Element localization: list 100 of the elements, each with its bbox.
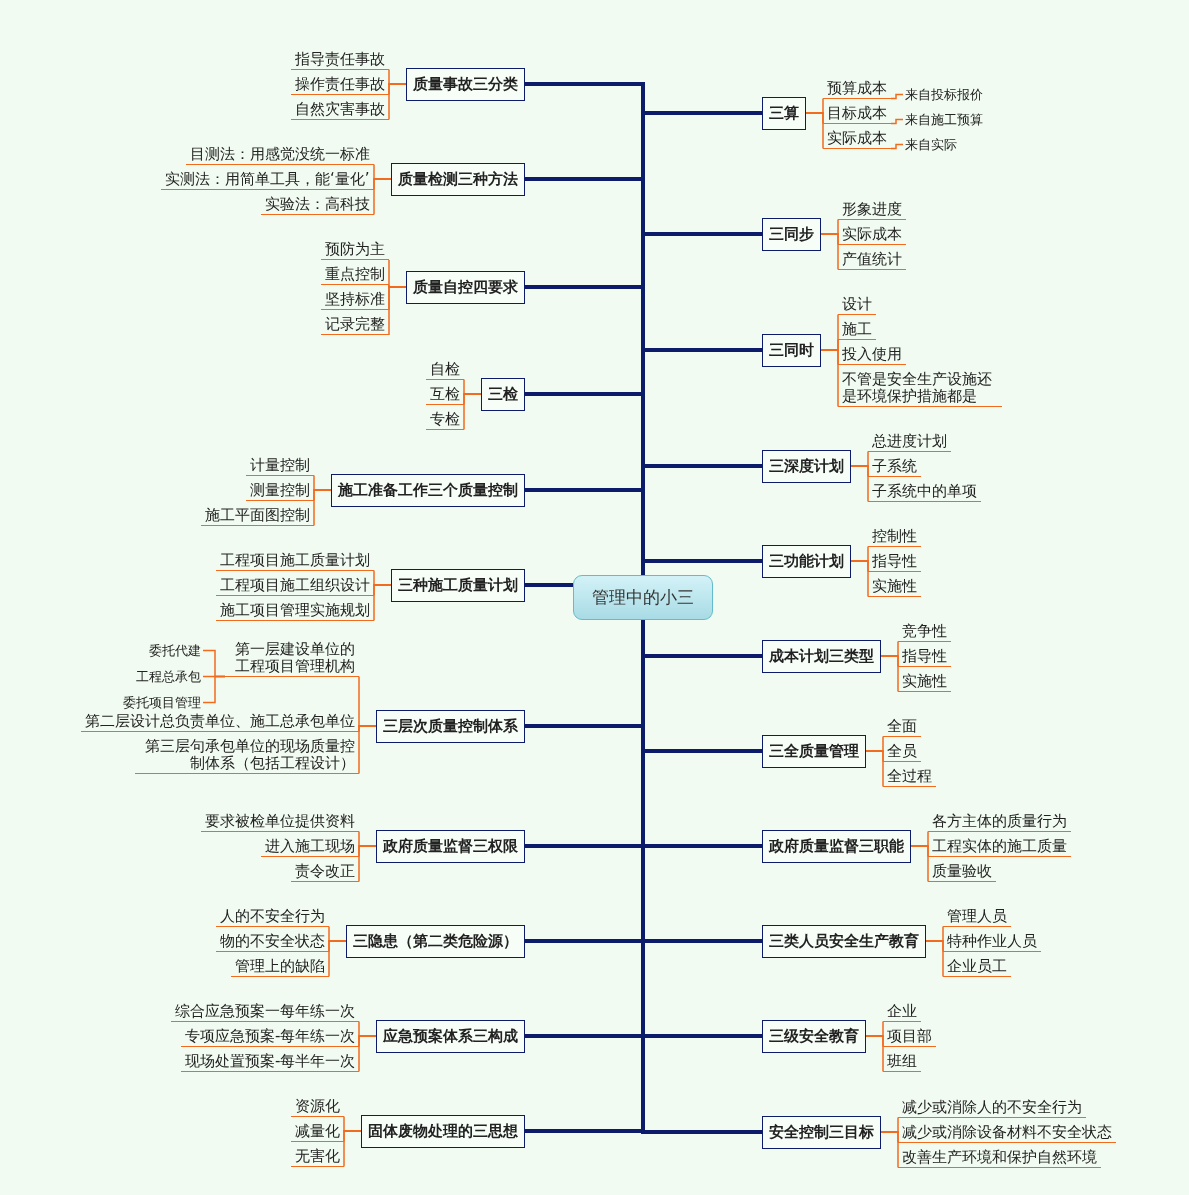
note-label: 来自施工预算 bbox=[903, 110, 985, 129]
connector-line bbox=[313, 489, 332, 527]
topic-box: 质量检测三种方法 bbox=[391, 162, 525, 196]
subtopic-label: 不管是安全生产设施还是环境保护措施都是 bbox=[838, 368, 1002, 407]
connector-line bbox=[890, 143, 904, 150]
connector-line bbox=[343, 1130, 362, 1168]
note-label: 委托项目管理 bbox=[121, 693, 203, 712]
subtopic-label: 实施性 bbox=[868, 575, 921, 597]
topic-box: 质量事故三分类 bbox=[406, 67, 525, 101]
subtopic-label: 测量控制 bbox=[246, 479, 314, 501]
subtopic-label: 工程项目施工质量计划 bbox=[216, 549, 374, 571]
branch-line bbox=[641, 559, 762, 575]
subtopic-label: 记录完整 bbox=[321, 314, 389, 335]
subtopic-label: 预防为主 bbox=[321, 239, 389, 260]
subtopic-label: 工程实体的施工质量 bbox=[928, 835, 1071, 857]
central-topic: 管理中的小三 bbox=[573, 574, 713, 620]
note-label: 委托代建 bbox=[147, 641, 203, 660]
topic-box: 政府质量监督三职能 bbox=[762, 829, 911, 863]
subtopic-label: 互检 bbox=[426, 383, 464, 405]
topic-box: 三全质量管理 bbox=[762, 734, 866, 768]
connector-line bbox=[328, 940, 347, 978]
subtopic-label: 施工平面图控制 bbox=[201, 504, 314, 526]
topic-box: 政府质量监督三权限 bbox=[376, 829, 525, 863]
subtopic-label: 竞争性 bbox=[898, 620, 951, 642]
subtopic-label: 预算成本 bbox=[823, 77, 891, 99]
subtopic-label: 实施性 bbox=[898, 670, 951, 692]
topic-box: 三深度计划 bbox=[762, 449, 851, 483]
topic-box: 三种施工质量计划 bbox=[391, 568, 525, 602]
connector-line bbox=[202, 675, 226, 704]
subtopic-label: 特种作业人员 bbox=[943, 930, 1041, 952]
subtopic-label: 专项应急预案-每年练一次 bbox=[181, 1025, 360, 1047]
subtopic-label: 现场处置预案-每半年一次 bbox=[181, 1050, 360, 1072]
subtopic-label: 指导性 bbox=[898, 645, 951, 667]
subtopic-label: 第三层句承包单位的现场质量控制体系（包括工程设计） bbox=[135, 735, 359, 774]
connector-line bbox=[373, 178, 392, 216]
subtopic-label: 子系统 bbox=[868, 455, 921, 477]
connector-line bbox=[820, 233, 839, 271]
subtopic-label: 全员 bbox=[883, 740, 921, 762]
connector-line bbox=[358, 725, 377, 775]
topic-box: 施工准备工作三个质量控制 bbox=[331, 473, 525, 507]
subtopic-label: 资源化 bbox=[291, 1095, 344, 1117]
subtopic-label: 责令改正 bbox=[291, 860, 359, 882]
subtopic-label: 指导责任事故 bbox=[291, 48, 389, 70]
subtopic-label: 管理上的缺陷 bbox=[231, 955, 329, 977]
connector-line bbox=[373, 584, 392, 622]
subtopic-label: 控制性 bbox=[868, 525, 921, 547]
branch-line bbox=[525, 583, 573, 587]
connector-line bbox=[880, 655, 899, 693]
topic-box: 三同时 bbox=[762, 333, 821, 367]
subtopic-label: 总进度计划 bbox=[868, 430, 951, 452]
note-label: 来自实际 bbox=[903, 135, 959, 154]
note-label: 来自投标报价 bbox=[903, 85, 985, 104]
subtopic-label: 形象进度 bbox=[838, 198, 906, 220]
subtopic-label: 质量验收 bbox=[928, 860, 996, 882]
subtopic-label: 目测法：用感觉没统一标准 bbox=[186, 143, 374, 165]
subtopic-label: 物的不安全状态 bbox=[216, 930, 329, 952]
subtopic-label: 班组 bbox=[883, 1050, 921, 1072]
subtopic-label: 实验法：高科技 bbox=[261, 193, 374, 215]
connector-line bbox=[865, 750, 884, 788]
topic-box: 三功能计划 bbox=[762, 544, 851, 578]
connector-line bbox=[880, 1131, 899, 1169]
subtopic-label: 进入施工现场 bbox=[261, 835, 359, 857]
subtopic-label: 全面 bbox=[883, 715, 921, 737]
subtopic-label: 全过程 bbox=[883, 765, 936, 787]
subtopic-label: 改善生产环境和保护自然环境 bbox=[898, 1146, 1101, 1168]
subtopic-label: 产值统计 bbox=[838, 248, 906, 270]
topic-box: 安全控制三目标 bbox=[762, 1115, 881, 1149]
subtopic-label: 自检 bbox=[426, 358, 464, 380]
topic-box: 三类人员安全生产教育 bbox=[762, 924, 926, 958]
subtopic-label: 坚持标准 bbox=[321, 289, 389, 310]
subtopic-label: 要求被检单位提供资料 bbox=[201, 810, 359, 832]
subtopic-label: 减量化 bbox=[291, 1120, 344, 1142]
topic-box: 三级安全教育 bbox=[762, 1019, 866, 1053]
connector-line bbox=[463, 393, 482, 431]
connector-line bbox=[358, 1035, 377, 1073]
connector-line bbox=[850, 465, 869, 503]
connector-line bbox=[358, 845, 377, 883]
subtopic-label: 工程项目施工组织设计 bbox=[216, 574, 374, 596]
subtopic-label: 企业 bbox=[883, 1000, 921, 1022]
subtopic-label: 目标成本 bbox=[823, 102, 891, 124]
connector-line bbox=[388, 83, 407, 121]
topic-box: 三同步 bbox=[762, 217, 821, 251]
topic-box: 成本计划三类型 bbox=[762, 639, 881, 673]
subtopic-label: 各方主体的质量行为 bbox=[928, 810, 1071, 832]
connector-line bbox=[805, 112, 824, 150]
subtopic-label: 综合应急预案一每年练一次 bbox=[171, 1000, 359, 1022]
subtopic-label: 子系统中的单项 bbox=[868, 480, 981, 502]
subtopic-label: 第一层建设单位的工程项目管理机构 bbox=[225, 638, 359, 677]
connector-line bbox=[865, 1035, 884, 1073]
subtopic-label: 设计 bbox=[838, 293, 876, 315]
subtopic-label: 操作责任事故 bbox=[291, 73, 389, 95]
note-label: 工程总承包 bbox=[134, 667, 203, 686]
topic-box: 三算 bbox=[762, 96, 806, 130]
subtopic-label: 施工项目管理实施规划 bbox=[216, 599, 374, 621]
subtopic-label: 实际成本 bbox=[838, 223, 906, 245]
subtopic-label: 减少或消除人的不安全行为 bbox=[898, 1096, 1086, 1118]
connector-line bbox=[388, 286, 407, 336]
subtopic-label: 第二层设计总负责单位、施工总承包单位 bbox=[81, 710, 359, 732]
subtopic-label: 无害化 bbox=[291, 1145, 344, 1167]
subtopic-label: 实测法：用简单工具，能‘量化’ bbox=[161, 168, 374, 190]
